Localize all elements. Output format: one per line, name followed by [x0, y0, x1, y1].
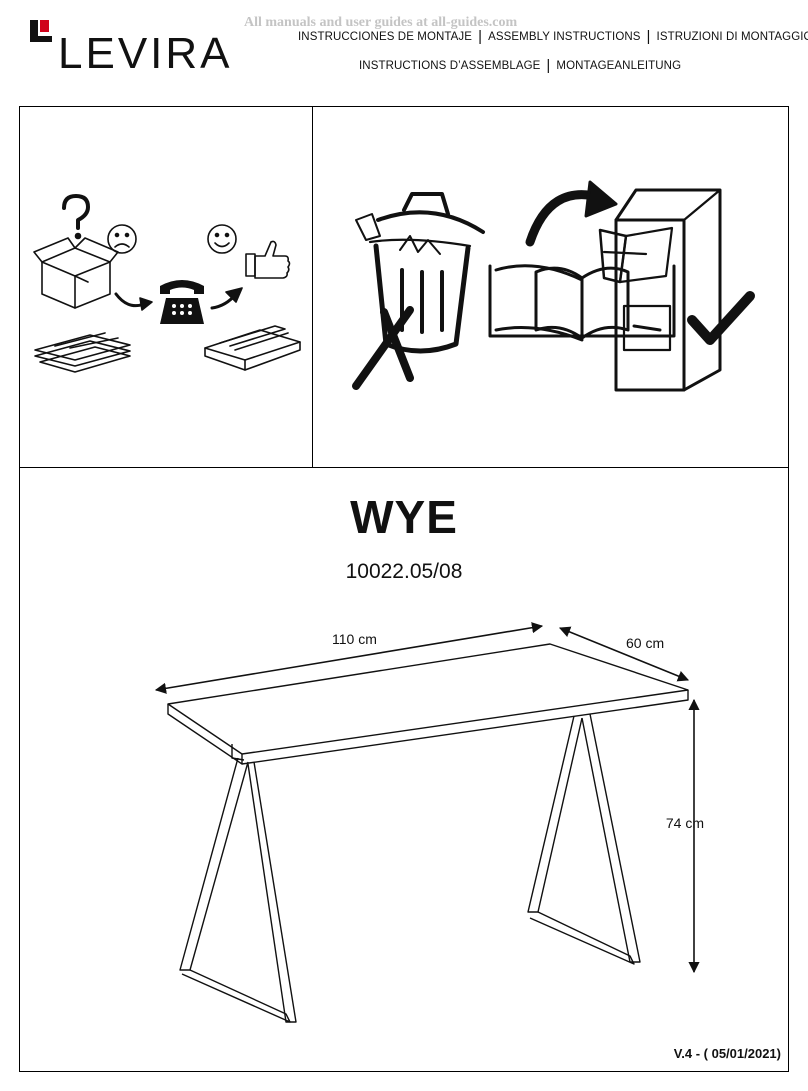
panel-divider-vertical — [312, 106, 313, 468]
dimension-width-label: 110 cm — [332, 631, 377, 647]
arrow-icon — [210, 287, 243, 310]
flat-panels-icon — [34, 332, 131, 373]
arrow-icon — [114, 292, 153, 311]
cross-mark-icon — [352, 306, 414, 390]
levira-logo: LEVIRA — [30, 20, 233, 78]
filing-cabinet-icon — [598, 188, 722, 392]
panel-divider-horizontal — [19, 467, 789, 468]
dimension-depth-arrow — [558, 626, 690, 682]
header-languages-line-1: INSTRUCCIONES DE MONTAJE | ASSEMBLY INSTRU… — [298, 27, 808, 45]
header-spanish: INSTRUCCIONES DE MONTAJE — [298, 31, 473, 43]
header-italian: ISTRUZIONI DI MONTAGGIO — [656, 31, 808, 43]
desk-diagram: 110 cm 60 cm 74 cm — [154, 622, 704, 1023]
open-box-icon — [33, 237, 119, 309]
open-book-icon — [488, 264, 676, 342]
dimension-height-label: 74 cm — [666, 815, 704, 831]
version-label: V.4 - ( 05/01/2021) — [673, 1046, 781, 1061]
header-english: ASSEMBLY INSTRUCTIONS — [488, 31, 641, 43]
check-mark-icon — [687, 291, 755, 345]
packed-parts-icon — [204, 325, 301, 371]
curved-arrow-icon — [525, 180, 618, 247]
telephone-icon — [160, 280, 204, 324]
header-languages-line-2: INSTRUCTIONS D’ASSEMBLAGE | MONTAGEANLEITU… — [359, 56, 682, 74]
panel-keep-manual — [352, 180, 755, 392]
dimension-width-arrow — [154, 622, 544, 694]
header-separator: | — [646, 28, 651, 45]
content-frame — [19, 106, 789, 1072]
header-french: INSTRUCTIONS D’ASSEMBLAGE — [359, 60, 541, 72]
product-code: 10022.05/08 — [345, 560, 463, 583]
happy-face-icon — [207, 224, 237, 254]
logo-wordmark: LEVIRA — [58, 29, 233, 78]
header-separator: | — [546, 57, 551, 74]
header-separator: | — [478, 28, 483, 45]
header-german: MONTAGEANLEITUNG — [556, 60, 682, 72]
trash-can-icon — [355, 192, 485, 354]
dimension-depth-label: 60 cm — [626, 635, 664, 651]
desk-leg-right — [527, 713, 641, 965]
thumbs-up-icon — [245, 240, 291, 279]
sad-face-icon — [107, 224, 137, 254]
panel-check-parts — [33, 194, 301, 373]
desk-top — [167, 643, 689, 765]
watermark-text: All manuals and user guides at all-guide… — [244, 15, 518, 30]
desk-leg-left — [179, 744, 297, 1023]
question-mark-icon — [62, 194, 90, 240]
product-title: WYE — [350, 491, 458, 543]
